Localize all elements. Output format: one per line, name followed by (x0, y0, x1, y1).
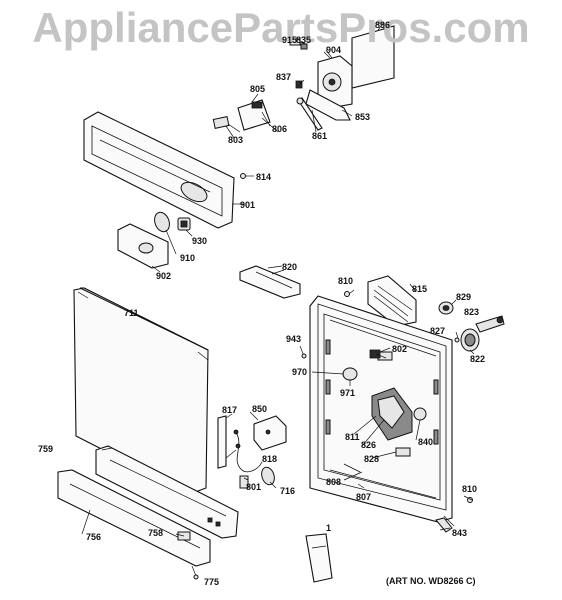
label-817: 817 (222, 405, 238, 415)
label-820: 820 (282, 262, 298, 272)
label-814: 814 (256, 172, 272, 182)
part-1-manual (305, 533, 333, 583)
part-810-screw-top (344, 289, 355, 297)
label-901: 901 (240, 200, 256, 210)
part-802-dispenser-latch (369, 347, 391, 359)
part-850-switch-plate (253, 415, 287, 451)
part-805-806-switch (237, 99, 271, 131)
watermark: AppliancePartsPros.com (32, 4, 530, 51)
label-811: 811 (345, 432, 360, 442)
part-910-button (154, 211, 177, 255)
label-716: 716 (280, 486, 296, 496)
label-915: 915 (282, 35, 298, 45)
label-902: 902 (156, 271, 172, 281)
part-807-trim-strip (343, 471, 365, 489)
part-853-bracket (305, 89, 353, 121)
label-711: 711 (124, 308, 139, 318)
part-827-screw (454, 337, 460, 343)
part-759-bottom-trim (95, 445, 239, 539)
part-943-screw (299, 345, 307, 359)
label-826: 826 (361, 440, 377, 450)
label-896: 896 (375, 20, 391, 30)
part-843-bottom-gasket (435, 517, 453, 533)
part-818-wire-harness (233, 429, 263, 473)
part-823-dispenser-pin (475, 315, 505, 333)
part-716-clip (261, 466, 275, 486)
inner-door-liner (309, 295, 455, 527)
label-930: 930 (192, 236, 208, 246)
part-775-screw (191, 565, 199, 580)
label-843: 843 (452, 528, 468, 538)
label-808: 808 (326, 477, 342, 487)
label-818: 818 (262, 454, 278, 464)
label-806: 806 (272, 124, 288, 134)
part-901-control-panel (83, 111, 244, 229)
label-822: 822 (470, 354, 486, 364)
label-807: 807 (356, 492, 372, 502)
art-number: (ART NO. WD8266 C) (386, 576, 476, 586)
label-971: 971 (340, 388, 356, 398)
label-828: 828 (364, 454, 380, 464)
part-801-switch (239, 475, 249, 489)
part-829-cap (438, 299, 457, 315)
part-822-rinse-cap (460, 328, 480, 355)
label-827: 827 (430, 326, 446, 336)
part-970-971-vent-parts (311, 367, 358, 386)
part-711-outer-panel (73, 287, 209, 495)
label-837: 837 (276, 72, 292, 82)
label-810-top: 810 (338, 276, 354, 286)
label-835: 835 (296, 35, 312, 45)
label-910: 910 (180, 253, 196, 263)
part-837-clip (295, 80, 303, 89)
label-759: 759 (38, 444, 54, 454)
label-802: 802 (392, 344, 408, 354)
label-970: 970 (292, 367, 308, 377)
label-815: 815 (412, 284, 428, 294)
label-758: 758 (148, 528, 164, 538)
label-756: 756 (86, 532, 102, 542)
label-829: 829 (456, 292, 472, 302)
label-823: 823 (464, 307, 480, 317)
part-803-switch (212, 116, 241, 133)
label-803: 803 (228, 135, 244, 145)
part-904-timer (317, 49, 353, 109)
label-775: 775 (204, 577, 220, 587)
part-902-nameplate (117, 223, 169, 273)
part-861-rod (296, 97, 323, 131)
part-814-screw (240, 173, 254, 179)
part-930-knob (177, 217, 193, 237)
label-1: 1 (326, 523, 332, 533)
label-840: 840 (418, 437, 434, 447)
label-810-bottom: 810 (462, 484, 478, 494)
part-820-latch (239, 265, 301, 299)
part-817-bracket (217, 413, 233, 469)
label-943: 943 (286, 334, 302, 344)
part-810-screw-bottom (463, 495, 473, 503)
label-805: 805 (250, 84, 266, 94)
part-815-vent (367, 275, 417, 327)
label-853: 853 (355, 112, 371, 122)
leader-lines (81, 26, 459, 537)
label-904: 904 (326, 45, 342, 55)
label-861: 861 (312, 131, 328, 141)
label-850: 850 (252, 404, 268, 414)
label-801: 801 (246, 482, 262, 492)
